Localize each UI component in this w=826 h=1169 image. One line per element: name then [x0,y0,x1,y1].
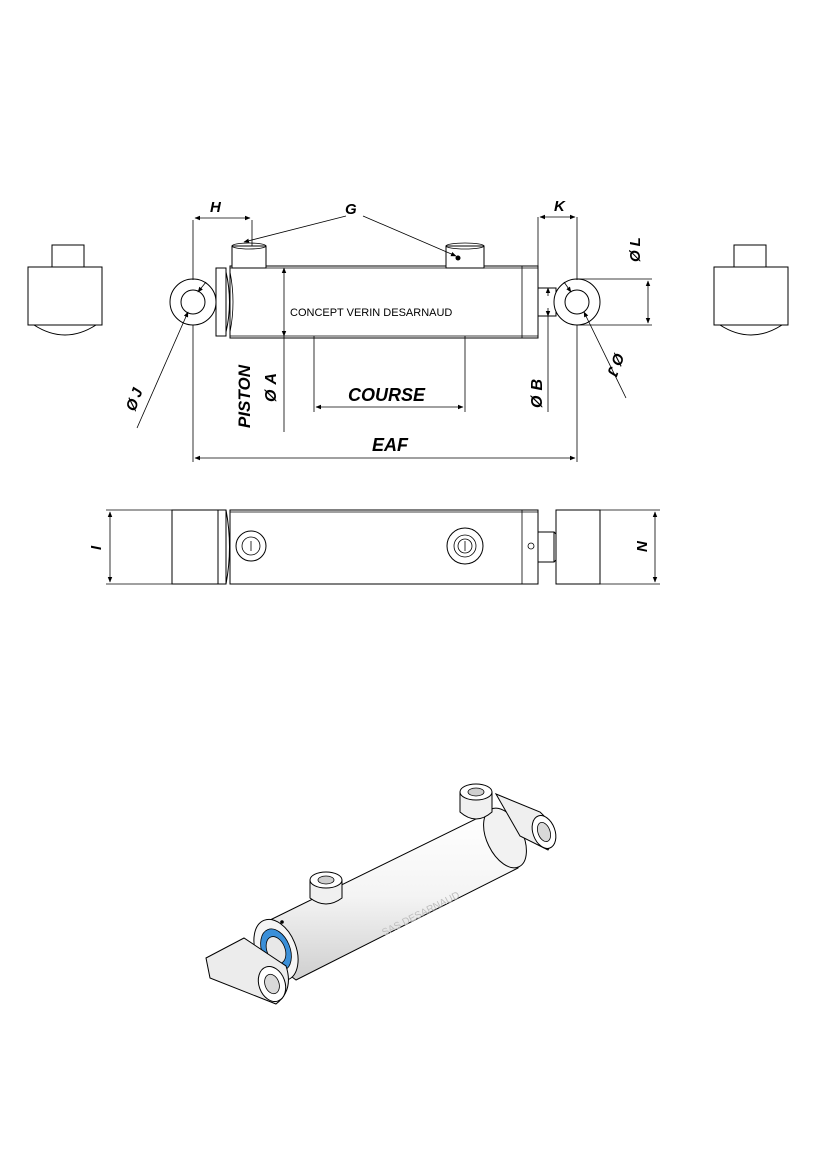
label-h: H [210,199,222,216]
right-end-view [713,244,789,336]
label-eaf: EAF [372,435,409,455]
dimension-eaf: EAF [192,325,578,462]
dimension-h: H [192,199,253,280]
dimension-b: ØB [529,287,551,412]
label-i: I [88,545,105,550]
dimension-piston-a: PISTON ØA [235,267,287,432]
dimension-n: N [600,509,660,585]
label-diam-b: ØB [529,379,546,408]
leader-g: G [243,201,457,257]
label-diam-a: ØA [263,373,280,402]
left-end-view [27,244,103,336]
dimension-l: ØL [577,237,652,326]
label-diam-l: ØL [627,237,644,262]
dimension-course: COURSE [313,336,466,412]
label-k: K [554,198,566,215]
label-course: COURSE [348,385,426,405]
isometric-render: SAS DESARNAUD [205,783,557,1005]
label-diam-j-left: ØJ [123,385,147,413]
label-n: N [634,540,651,552]
label-diam-j-right: ØJ [603,351,627,379]
brand-text: CONCEPT VERIN DESARNAUD [290,307,452,319]
label-piston: PISTON [235,364,254,428]
label-g: G [345,201,357,218]
dimension-i: I [88,509,172,585]
cylinder-top-view [171,509,601,585]
cylinder-side-view [169,242,601,339]
dimension-k: K [537,198,578,280]
